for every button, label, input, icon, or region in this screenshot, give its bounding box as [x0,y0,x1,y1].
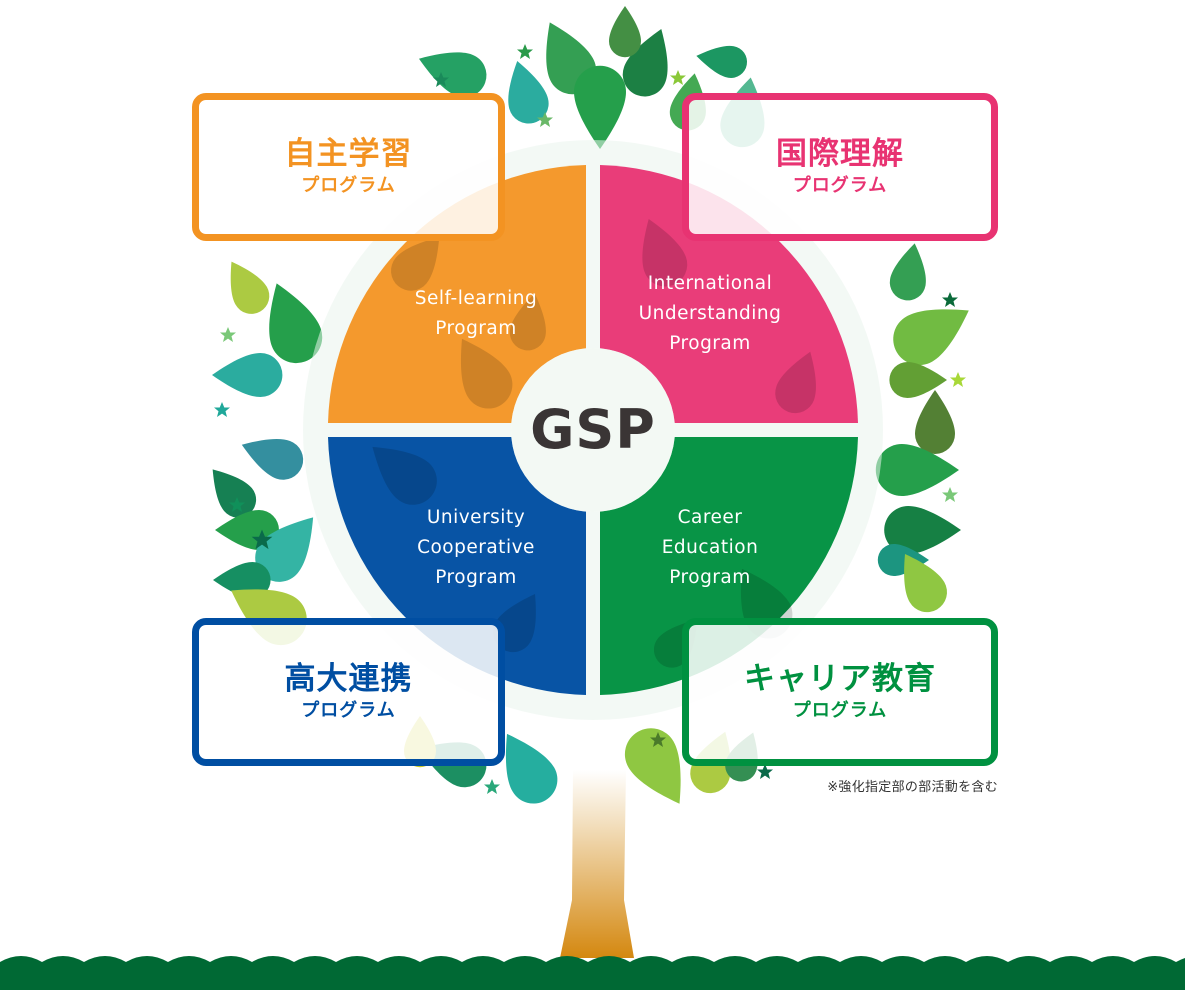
center-label-gsp: GSP [530,398,656,461]
program-subtitle-jp: プログラム [301,175,396,196]
program-box-international: 国際理解 プログラム [682,93,998,241]
tree-trunk [560,770,634,958]
quadrant-label-self-learning: Self-learning Program [414,288,538,339]
program-subtitle-jp: プログラム [792,175,888,196]
program-box-self-learning: 自主学習 プログラム [192,93,505,241]
program-box-career: キャリア教育 プログラム [682,618,998,766]
quadrant-label-university: University Cooperative Program [417,507,535,588]
program-subtitle-jp: プログラム [792,700,888,721]
quadrant-label-international: International Understanding Program [638,273,782,354]
footnote: ※強化指定部の部活動を含む [827,780,998,795]
quadrant-international [600,165,858,423]
ground [0,956,1185,990]
program-box-university: 高大連携 プログラム [192,618,505,766]
quadrant-career [600,437,858,695]
program-subtitle-jp: プログラム [301,700,396,721]
program-title-jp: 自主学習 [284,136,413,172]
quadrant-label-career: Career Education Program [661,507,759,588]
program-title-jp: 国際理解 [776,136,904,172]
program-title-jp: 高大連携 [284,661,413,697]
program-title-jp: キャリア教育 [744,661,936,697]
quadrant-self-learning [328,165,586,423]
